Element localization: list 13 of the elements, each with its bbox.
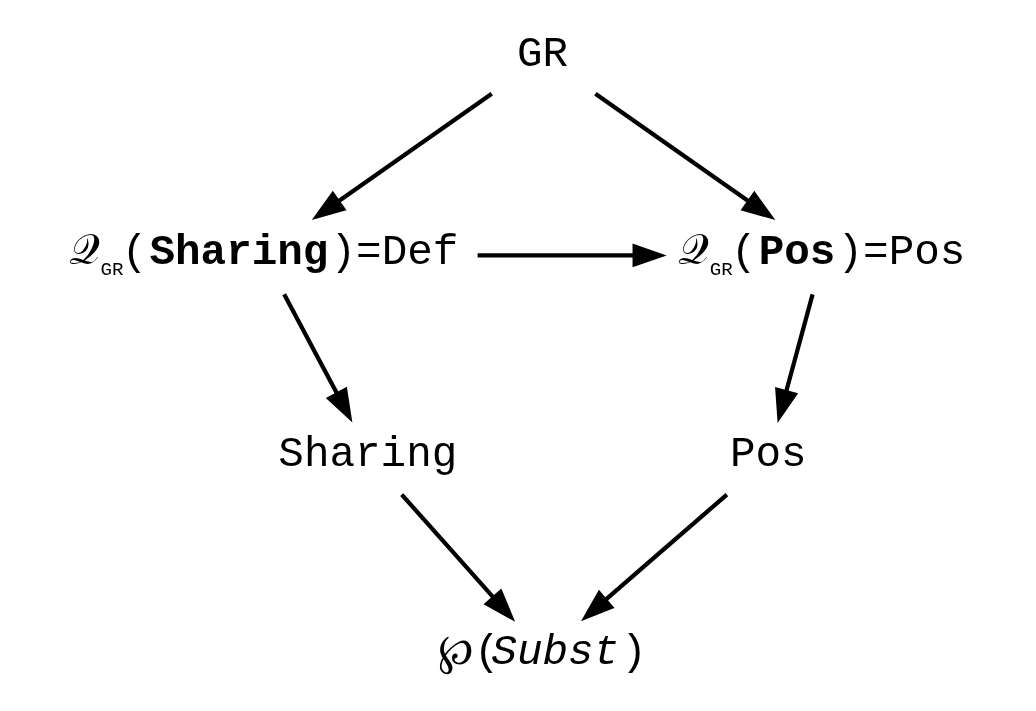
node-text: Sharing: [278, 431, 458, 480]
arrow: [580, 492, 729, 622]
arrow: [594, 91, 776, 221]
node-text: ℘(Subst): [438, 629, 647, 678]
arrow: [311, 91, 493, 221]
arrow: [477, 243, 667, 268]
node-text: GR: [516, 30, 569, 79]
arrow: [282, 293, 353, 423]
arrow: [775, 293, 815, 423]
node-text: 𝒬$_{GR}$(Sharing)=Def: [68, 228, 459, 281]
node-text: Pos: [729, 431, 807, 480]
arrow: [400, 493, 516, 622]
node-text: 𝒬$_{GR}$(Pos)=Pos: [677, 228, 966, 281]
